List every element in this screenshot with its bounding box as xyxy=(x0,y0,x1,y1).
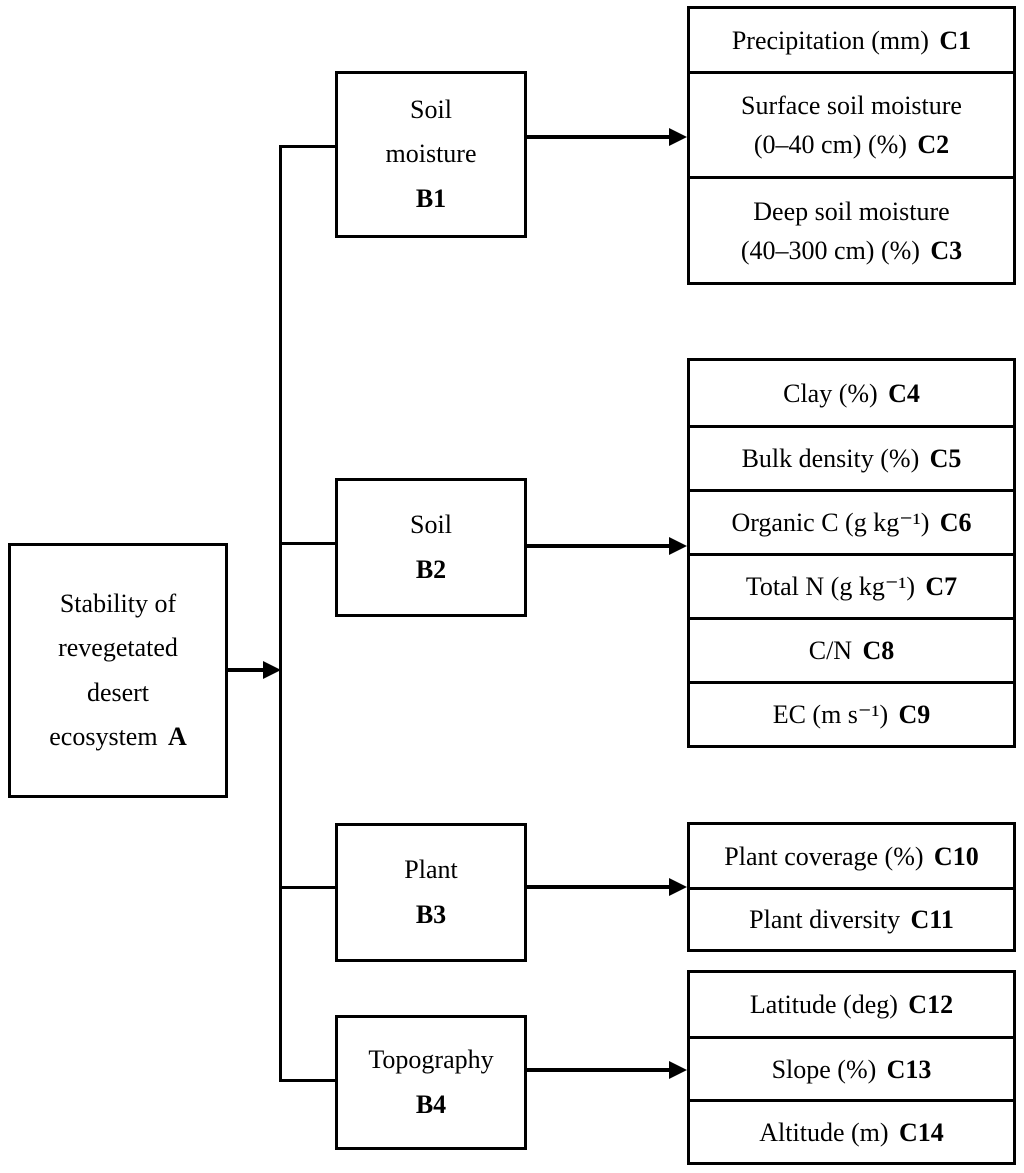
indicator-c4-text: Clay (%) C4 xyxy=(783,374,920,413)
indicator-c10-code: C10 xyxy=(933,841,979,871)
indicator-cell-c12: Latitude (deg) C12 xyxy=(690,973,1013,1036)
indicator-c5-code: C5 xyxy=(929,444,962,473)
indicator-cell-c4: Clay (%) C4 xyxy=(690,361,1013,425)
indicator-cell-c11: Plant diversity C11 xyxy=(690,887,1013,949)
indicator-c14-text: Altitude (m) C14 xyxy=(759,1113,943,1152)
indicator-c9-label: EC (m s⁻¹) xyxy=(772,700,889,729)
indicator-c1-code: C1 xyxy=(939,25,972,55)
goal-box-a-text: Stability of revegetated desert ecosyste… xyxy=(49,582,186,759)
indicator-c2-label: Surface soil moisture (0–40 cm) (%) xyxy=(741,91,962,159)
indicator-c9-text: EC (m s⁻¹) C9 xyxy=(773,695,931,734)
branch-trunk-line xyxy=(279,145,337,1082)
indicator-cell-c6: Organic C (g kg⁻¹) C6 xyxy=(690,489,1013,553)
indicator-group-soil-moisture: Precipitation (mm) C1 Surface soil moistu… xyxy=(687,6,1016,285)
indicator-c7-text: Total N (g kg⁻¹) C7 xyxy=(746,567,957,606)
indicator-c6-text: Organic C (g kg⁻¹) C6 xyxy=(731,503,971,542)
indicator-c3-code: C3 xyxy=(930,235,963,265)
indicator-c13-code: C13 xyxy=(886,1054,932,1084)
indicator-c13-label: Slope (%) xyxy=(771,1054,877,1084)
indicator-cell-c3: Deep soil moisture (40–300 cm) (%)C3 xyxy=(690,176,1013,282)
indicator-c4-code: C4 xyxy=(888,378,920,408)
criterion-b3-label: Plant xyxy=(404,855,458,885)
indicator-c3-label: Deep soil moisture (40–300 cm) (%) xyxy=(740,196,950,265)
indicator-c4-label: Clay (%) xyxy=(783,378,878,408)
indicator-c7-code: C7 xyxy=(925,572,958,601)
indicator-c10-text: Plant coverage (%) C10 xyxy=(724,837,978,876)
indicator-c1-text: Precipitation (mm) C1 xyxy=(732,21,971,60)
indicator-c6-label: Organic C (g kg⁻¹) xyxy=(731,508,930,537)
indicator-c12-label: Latitude (deg) xyxy=(749,990,898,1019)
indicator-c10-label: Plant coverage (%) xyxy=(724,841,924,871)
arrow-b4-to-c xyxy=(527,1061,687,1079)
indicator-c12-code: C12 xyxy=(908,990,954,1019)
criterion-b2-code: B2 xyxy=(415,554,447,584)
arrow-b2-to-c xyxy=(527,537,687,555)
arrow-goal-to-branch xyxy=(228,661,281,679)
criterion-b1-label: Soil moisture xyxy=(385,95,477,169)
arrow-b1-to-c xyxy=(527,128,687,146)
indicator-cell-c7: Total N (g kg⁻¹) C7 xyxy=(690,553,1013,617)
indicator-group-soil: Clay (%) C4 Bulk density (%) C5 Organic C … xyxy=(687,358,1016,748)
indicator-c2-code: C2 xyxy=(917,130,950,159)
goal-code: A xyxy=(167,721,187,751)
criterion-b3-code: B3 xyxy=(415,899,447,929)
indicator-c5-label: Bulk density (%) xyxy=(741,444,920,473)
indicator-c11-text: Plant diversity C11 xyxy=(749,900,954,939)
indicator-cell-c2: Surface soil moisture (0–40 cm) (%)C2 xyxy=(690,71,1013,176)
indicator-c8-code: C8 xyxy=(862,636,895,665)
indicator-c8-label: C/N xyxy=(808,636,853,665)
criterion-b1-code: B1 xyxy=(415,183,447,213)
goal-label: Stability of revegetated desert ecosyste… xyxy=(49,589,178,751)
indicator-cell-c14: Altitude (m) C14 xyxy=(690,1099,1013,1162)
indicator-c7-label: Total N (g kg⁻¹) xyxy=(745,572,915,601)
indicator-cell-c10: Plant coverage (%) C10 xyxy=(690,825,1013,887)
indicator-c9-code: C9 xyxy=(898,700,931,729)
indicator-c11-code: C11 xyxy=(910,905,954,934)
indicator-c1-label: Precipitation (mm) xyxy=(731,25,929,55)
indicator-c14-label: Altitude (m) xyxy=(759,1117,889,1147)
indicator-c6-code: C6 xyxy=(939,508,972,537)
indicator-cell-c5: Bulk density (%) C5 xyxy=(690,425,1013,489)
indicator-group-topography: Latitude (deg) C12 Slope (%) C13 Altitude … xyxy=(687,970,1016,1165)
indicator-c12-text: Latitude (deg) C12 xyxy=(750,985,953,1024)
goal-box-a: Stability of revegetated desert ecosyste… xyxy=(8,543,228,798)
indicator-c14-code: C14 xyxy=(898,1117,944,1147)
indicator-cell-c9: EC (m s⁻¹) C9 xyxy=(690,681,1013,745)
indicator-c5-text: Bulk density (%) C5 xyxy=(742,439,962,478)
indicator-c2-text: Surface soil moisture (0–40 cm) (%)C2 xyxy=(741,86,962,164)
criterion-b4-label: Topography xyxy=(368,1045,494,1075)
criterion-b4-code: B4 xyxy=(415,1089,447,1119)
indicator-c11-label: Plant diversity xyxy=(749,905,901,934)
indicator-c13-text: Slope (%) C13 xyxy=(772,1050,932,1089)
indicator-group-plant: Plant coverage (%) C10 Plant diversity C11 xyxy=(687,822,1016,952)
indicator-c3-text: Deep soil moisture (40–300 cm) (%)C3 xyxy=(741,192,962,270)
criterion-b2-label: Soil xyxy=(410,510,452,540)
indicator-cell-c1: Precipitation (mm) C1 xyxy=(690,9,1013,71)
indicator-c8-text: C/N C8 xyxy=(809,631,895,670)
arrow-b3-to-c xyxy=(527,878,687,896)
indicator-cell-c13: Slope (%) C13 xyxy=(690,1036,1013,1099)
indicator-cell-c8: C/N C8 xyxy=(690,617,1013,681)
